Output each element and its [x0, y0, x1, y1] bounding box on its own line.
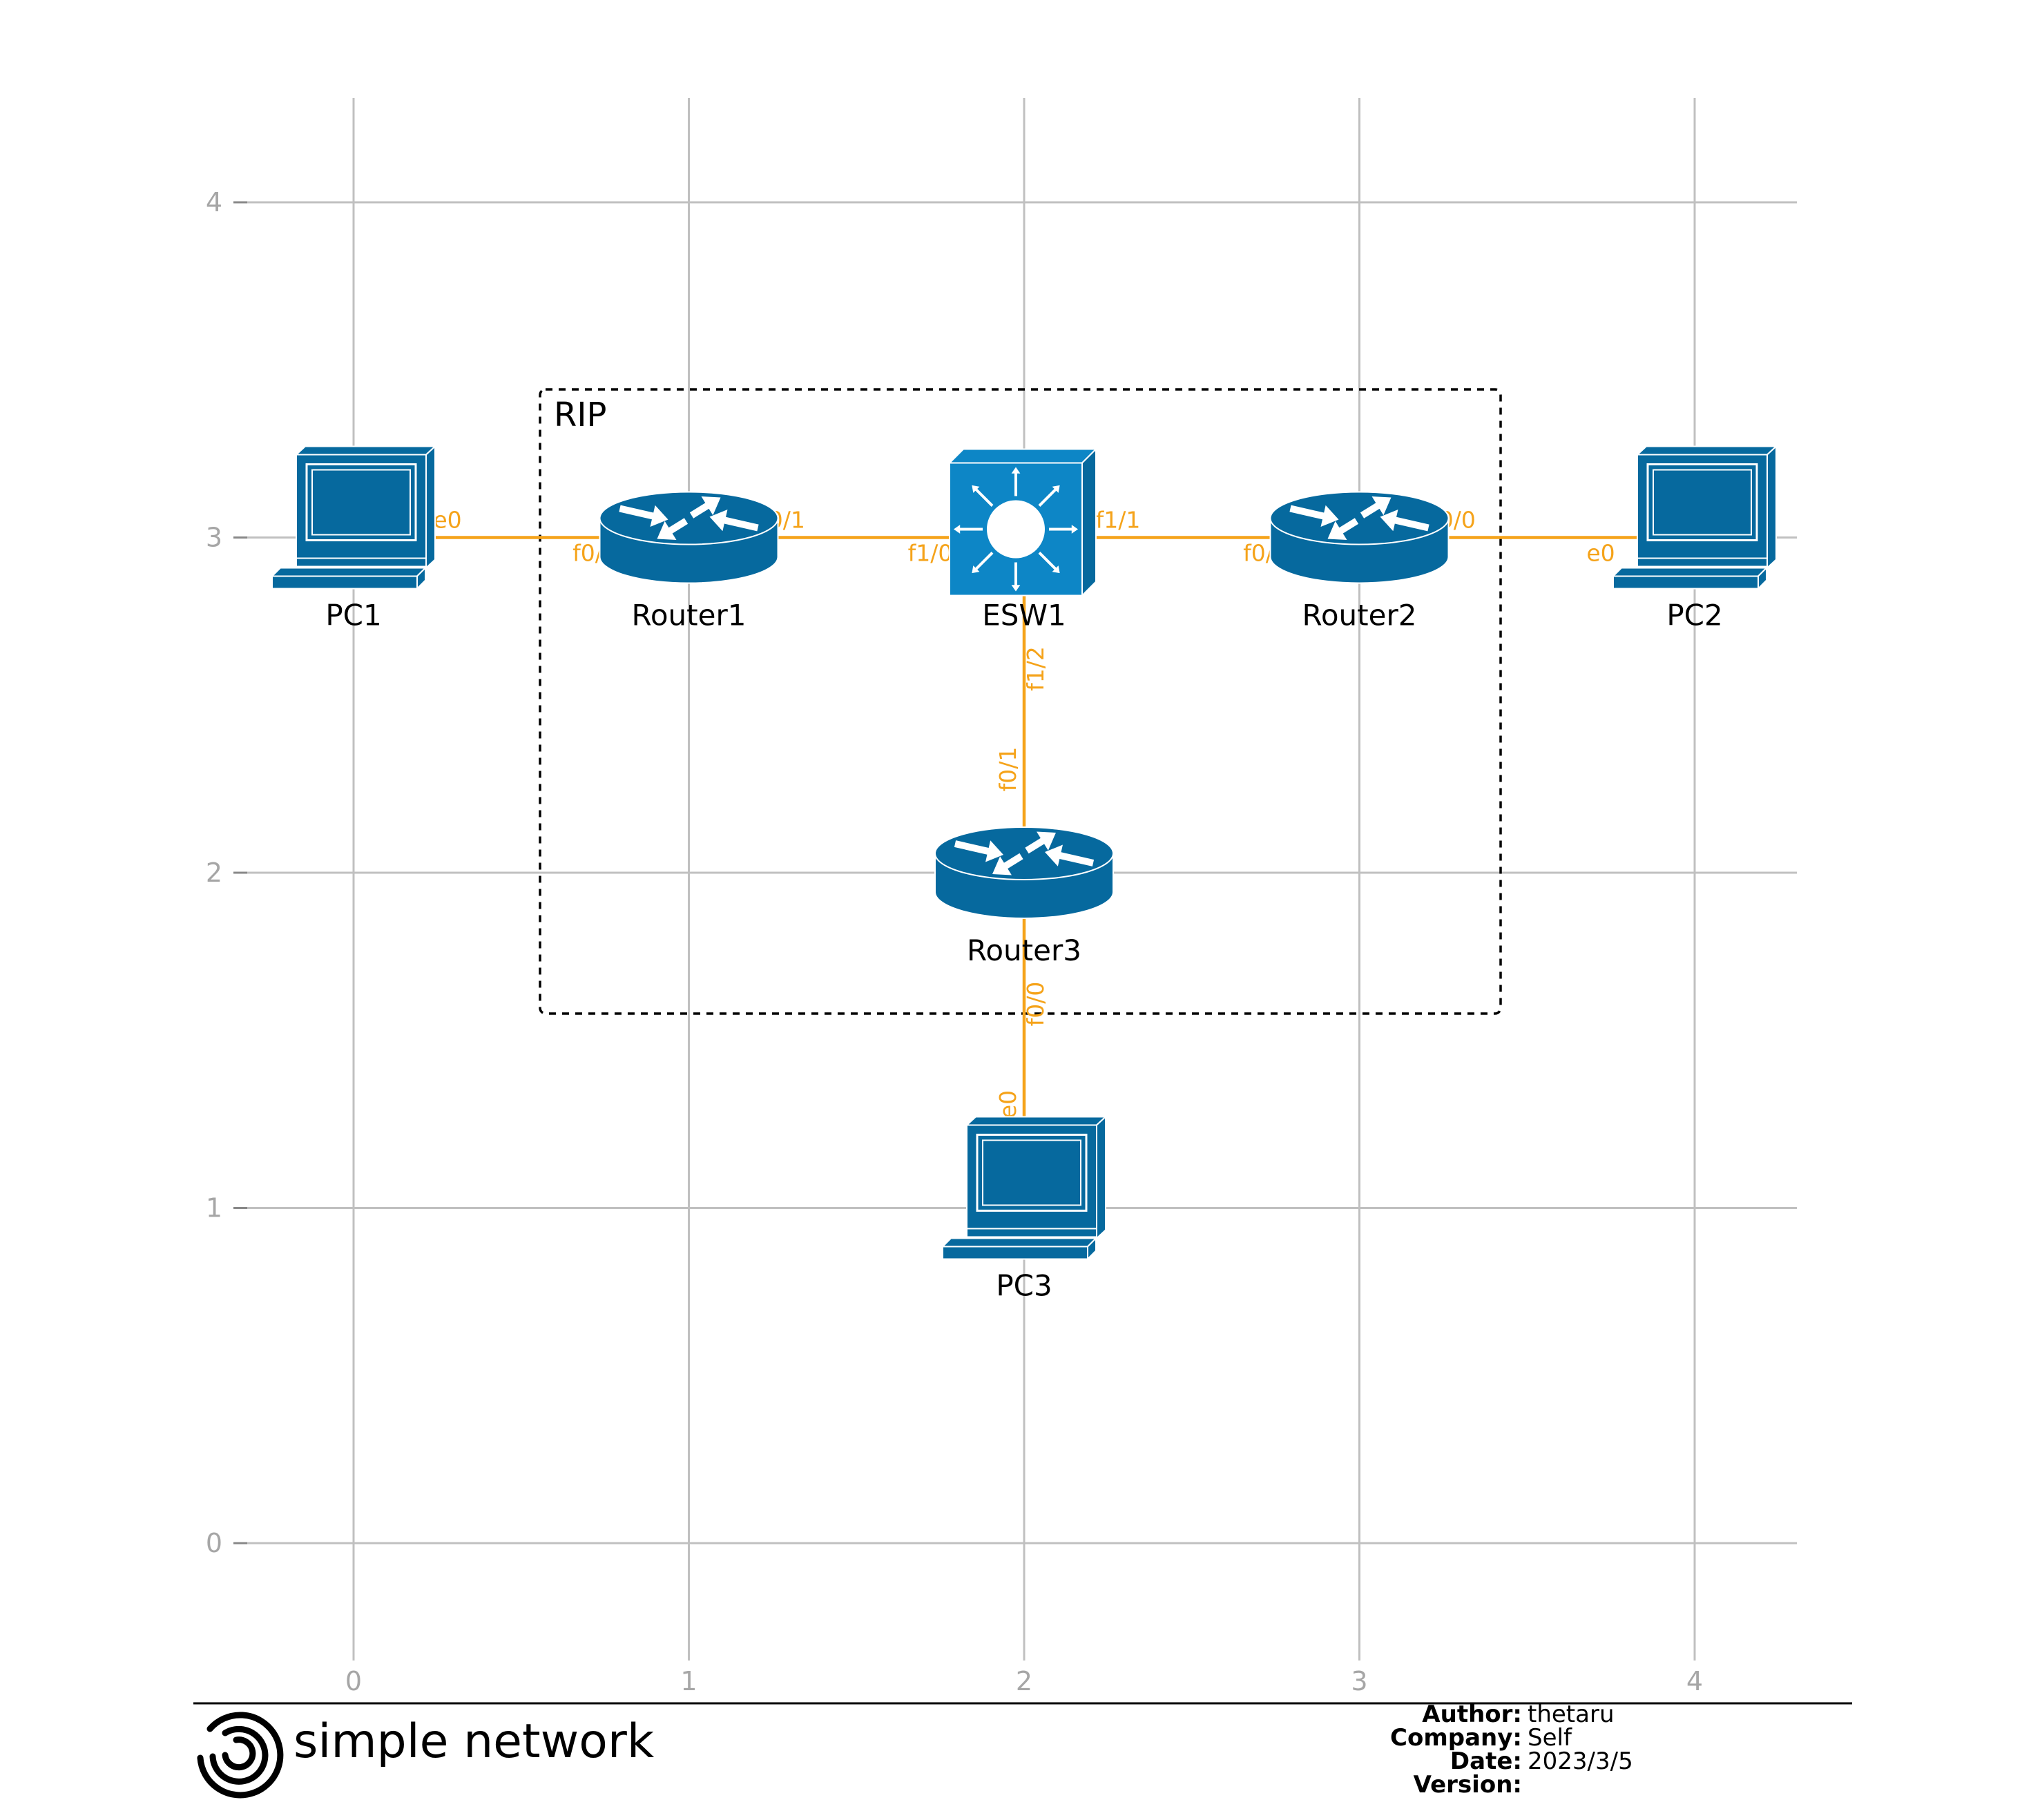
port-label-esw1-f1-1: f1/1 — [1096, 507, 1141, 534]
x-tick-label-3: 3 — [1351, 1666, 1367, 1696]
metadata-block: Author:thetaruCompany:SelfDate:2023/3/5V… — [1390, 1701, 1633, 1799]
node-label-router2: Router2 — [1302, 599, 1417, 632]
port-label-esw1-f1-0: f1/0 — [908, 540, 953, 567]
footer: simple network Author:thetaruCompany:Sel… — [193, 1701, 1852, 1799]
node-router2[interactable]: Router2 — [1269, 491, 1450, 632]
meta-value-date: 2023/3/5 — [1528, 1748, 1633, 1775]
node-label-router1: Router1 — [632, 599, 747, 632]
diagram-title: simple network — [293, 1714, 655, 1769]
y-tick-label-1: 1 — [206, 1193, 222, 1223]
meta-value-company: Self — [1528, 1724, 1572, 1752]
x-tick-label-4: 4 — [1686, 1666, 1703, 1696]
y-tick-label-3: 3 — [206, 523, 222, 553]
node-label-pc3: PC3 — [996, 1269, 1052, 1303]
switch-icon — [947, 447, 1098, 597]
pc-icon — [270, 445, 437, 590]
x-tick-label-1: 1 — [680, 1666, 697, 1696]
rip-area-border — [539, 388, 1502, 1015]
node-router1[interactable]: Router1 — [599, 491, 779, 632]
node-pc1[interactable]: PC1 — [270, 445, 437, 632]
y-tick-label-2: 2 — [206, 858, 222, 888]
rip-area-label: RIP — [554, 396, 606, 434]
port-label-router3-f0-0: f0/0 — [1022, 982, 1049, 1027]
port-label-router3-f0-1: f0/1 — [994, 747, 1021, 792]
node-label-esw1: ESW1 — [982, 599, 1066, 632]
y-tick-label-0: 0 — [206, 1528, 222, 1558]
node-label-pc1: PC1 — [325, 599, 381, 632]
x-tick-label-2: 2 — [1016, 1666, 1032, 1696]
port-label-pc1-e0: e0 — [433, 507, 461, 534]
pc-icon — [1611, 445, 1778, 590]
meta-key-company: Company: — [1390, 1724, 1522, 1752]
simple-network-logo-icon — [197, 1712, 284, 1799]
y-tick-label-4: 4 — [206, 187, 222, 217]
rip-area: RIP — [539, 388, 1502, 1015]
meta-key-author: Author: — [1422, 1701, 1522, 1728]
meta-key-version: Version: — [1414, 1771, 1522, 1799]
node-pc2[interactable]: PC2 — [1611, 445, 1778, 632]
meta-key-date: Date: — [1450, 1748, 1522, 1775]
node-esw1[interactable]: ESW1 — [947, 447, 1098, 632]
router-icon — [1269, 491, 1450, 584]
router-icon — [599, 491, 779, 584]
meta-value-author: thetaru — [1528, 1701, 1615, 1728]
port-label-pc3-e0: e0 — [994, 1090, 1021, 1119]
node-pc3[interactable]: PC3 — [941, 1115, 1108, 1303]
port-label-esw1-f1-2: f1/2 — [1022, 646, 1049, 691]
router-icon — [934, 826, 1114, 919]
node-router3[interactable]: Router3 — [934, 826, 1114, 967]
node-label-router3: Router3 — [967, 933, 1081, 967]
node-label-pc2: PC2 — [1666, 599, 1722, 632]
port-label-pc2-e0: e0 — [1586, 540, 1615, 567]
x-tick-label-0: 0 — [345, 1666, 362, 1696]
pc-icon — [941, 1115, 1108, 1261]
